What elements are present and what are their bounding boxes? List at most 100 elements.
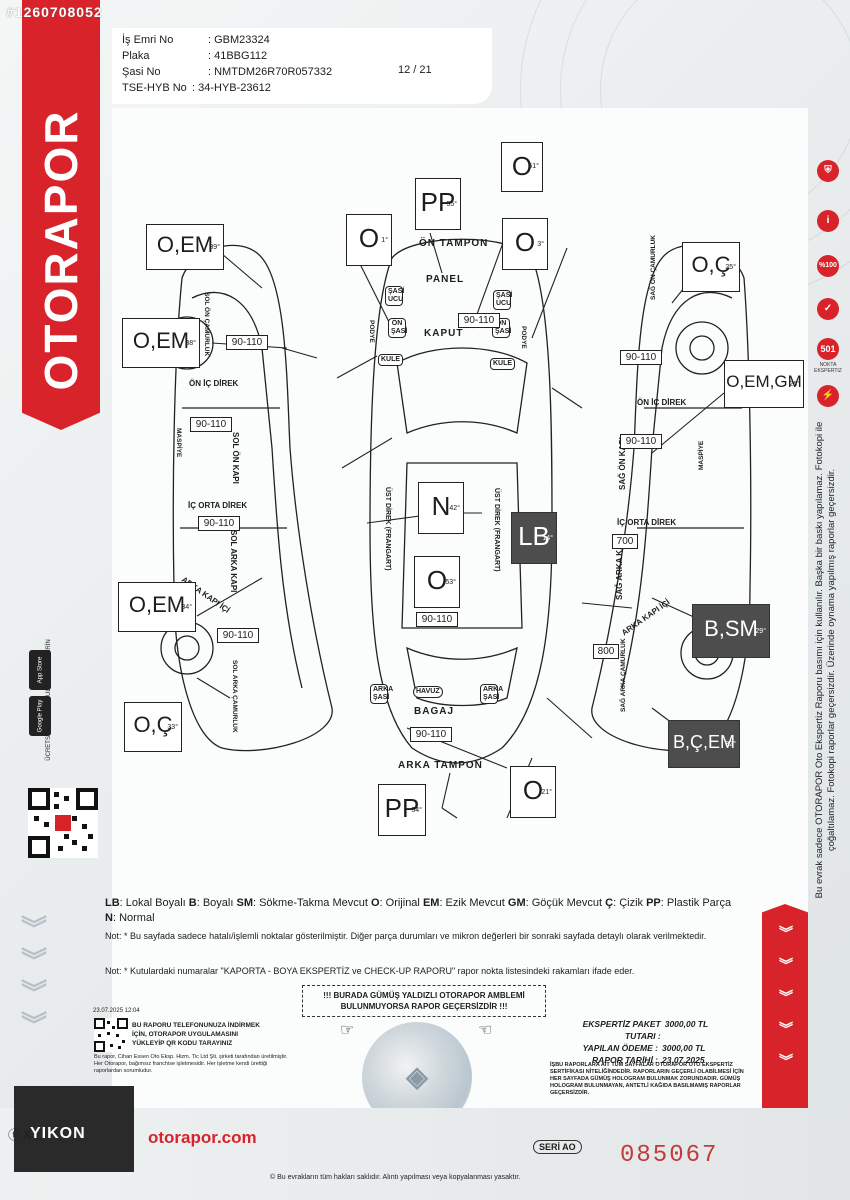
chevron-down-icon: ︾ [20, 914, 47, 944]
mobility-icon: ⚡ [814, 385, 842, 409]
serial-number: 085067 [620, 1142, 719, 1169]
value-box-bagaj: 90-110 [410, 727, 452, 742]
chevron-down-icon: ︾ [779, 1021, 793, 1037]
brand-red-band: OTORAPOR [22, 0, 100, 430]
fee-row-date: RAPOR TARİHİ :23.07.2025 [592, 1055, 705, 1065]
value-box-sol-on-camurluk: 90-110 [226, 335, 268, 350]
serial-label: SERİ AO [533, 1140, 582, 1154]
qr-code-left[interactable] [28, 788, 98, 858]
document-id: #1260708052 [6, 4, 103, 20]
fine-print: Bu rapor, Cihan Essen Oto Eksp. Hizm. Ti… [94, 1054, 288, 1074]
value-box-sag-arka-kapi: 700 [612, 534, 638, 549]
label-ic-orta-direk-right: İÇ ORTA DİREK [617, 518, 677, 527]
copyright: © Bu evrakların tüm hakları saklıdır. Al… [270, 1174, 521, 1181]
label-on-tampon: ÖN TAMPON [419, 238, 489, 249]
label-arka-tampon: ARKA TAMPON [398, 760, 483, 771]
brand-logo-vertical: OTORAPOR [35, 109, 87, 391]
label-arka-sasi-left: ARKA ŞASİ [370, 684, 393, 704]
header-row-chassis: Şasi No: NMTDM26R70R057332 [122, 66, 333, 78]
pointing-hand-icon: ☜ [478, 1022, 493, 1039]
chevron-down-icon: ︾ [779, 1053, 793, 1069]
watermark-brand: YIKON [30, 1125, 86, 1142]
label-sol-arka-kapi: SOL ARKA KAPI [229, 530, 238, 593]
label-ust-direk-right: ÜST DİREK (FRANGART) [493, 488, 500, 572]
legal-notice: İŞBU RAPORLARA AİT TÜM SAYFALAR OTORAPOR… [550, 1062, 744, 1096]
label-bagaj: BAGAJ [414, 706, 455, 717]
label-on-sasi-left: ÖN ŞASİ [388, 318, 407, 338]
legend: LB: Lokal Boyalı B: Boyalı SM: Sökme-Tak… [105, 897, 732, 924]
side-disclaimer: Bu evrak sadece OTORAPOR Oto Ekspertiz R… [814, 421, 837, 899]
car-diagram [160, 217, 752, 819]
chevron-down-icon: ︾ [20, 978, 47, 1008]
footer-bar [0, 1108, 850, 1200]
label-podye-left: PODYE [368, 320, 375, 343]
label-ust-direk-left: ÜST DİREK (FRANGART) [384, 487, 391, 571]
chevron-down-icon: ︾ [20, 1010, 47, 1040]
watermark-overlay [14, 1086, 134, 1172]
value-box-sag-on-kapi: 90-110 [620, 434, 662, 449]
app-store-badge[interactable]: App Store [29, 650, 51, 690]
value-box-sag-on-camurluk: 90-110 [620, 350, 662, 365]
qr-caption: BU RAPORU TELEFONUNUZA İNDİRMEK İÇİN, OT… [132, 1022, 260, 1047]
fee-summary: EKSPERTİZ PAKET TUTARI :3000,00 TL YAPIL… [550, 1018, 720, 1066]
value-box-tavan: 90-110 [416, 612, 458, 627]
label-sol-arka-camurluk: SOL ARKA ÇAMURLUK [231, 660, 238, 733]
label-on-ic-direk-left: ÖN İÇ DİREK [189, 379, 239, 388]
value-box-kaput: 90-110 [458, 313, 500, 328]
label-podye-right: PODYE [520, 326, 527, 349]
qr-code-bottom[interactable] [94, 1018, 128, 1052]
label-kule-left: KULE [378, 354, 404, 366]
info-icon: i [814, 210, 842, 234]
header-row-tse: TSE-HYB No: 34-HYB-23612 [122, 82, 271, 94]
value-box-sol-ic-orta: 90-110 [198, 516, 240, 531]
percent-icon: %100 [814, 255, 842, 279]
chevron-down-icon: ︾ [779, 957, 793, 973]
certificate-icon: ⛨ [814, 160, 842, 184]
website-link[interactable]: otorapor.com [148, 1128, 257, 1147]
label-sasi-ucu-right: ŞASİ UCU [493, 290, 512, 310]
chevron-down-icon: ︾ [779, 989, 793, 1005]
chevron-down-icon: ︾ [20, 946, 47, 976]
label-arka-sasi-right: ARKA ŞASİ [480, 684, 503, 704]
social-icons[interactable]: ⓕ X ◎ [8, 1128, 47, 1142]
label-kaput: KAPUT [424, 328, 464, 339]
chevron-down-icon: ︾ [779, 925, 793, 941]
google-play-badge[interactable]: Google Play [29, 696, 51, 736]
check-icon: ✓ [814, 298, 842, 322]
fee-row-package: EKSPERTİZ PAKET TUTARI :3000,00 TL [582, 1019, 709, 1041]
label-maspiye-left: MASPİYE [175, 428, 182, 458]
label-panel: PANEL [426, 274, 465, 285]
header-card: İş Emri No: GBM23324 Plaka: 41BBG112 Şas… [112, 28, 492, 104]
fee-row-paid: YAPILAN ÖDEME :3000,00 TL [582, 1043, 706, 1053]
note-box-numbers: Not: * Kutulardaki numaralar "KAPORTA - … [105, 966, 635, 976]
header-row-plate: Plaka: 41BBG112 [122, 50, 268, 62]
value-box-sol-arka: 90-110 [217, 628, 259, 643]
page-counter: 12 / 21 [398, 64, 432, 76]
label-sol-on-camurluk: SOL ÖN ÇAMURLUK [203, 292, 210, 357]
value-box-sag-arka-camurluk: 800 [593, 644, 619, 659]
hologram-warning: !!! BURADA GÜMÜŞ YALDIZLI OTORAPOR AMBLE… [302, 985, 546, 1017]
header-row-work-order: İş Emri No: GBM23324 [122, 34, 270, 46]
label-maspiye-right: MASPİYE [698, 440, 705, 470]
label-sol-on-kapi: SOL ÖN KAPI [231, 432, 240, 484]
label-on-ic-direk-right: ÖN İÇ DİREK [637, 398, 687, 407]
label-sasi-ucu-left: ŞASİ UCU [385, 286, 404, 306]
label-havuz: HAVUZ [413, 686, 443, 698]
label-kule-right: KULE [490, 358, 516, 370]
label-sag-arka-camurluk: SAĞ ARKA ÇAMURLUK [620, 638, 627, 712]
note-faulty-points: Not: * Bu sayfada sadece hatalı/işlemli … [105, 931, 707, 941]
